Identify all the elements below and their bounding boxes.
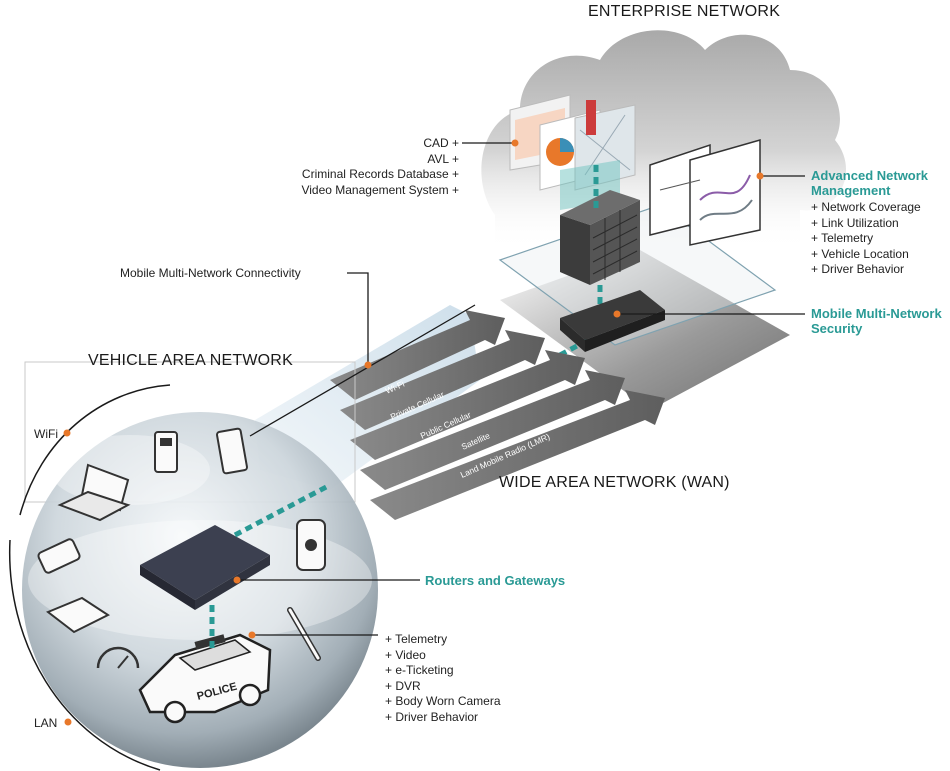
anm-item: + Vehicle Location	[811, 246, 909, 261]
police-car-icon	[138, 633, 272, 724]
anm-screens	[649, 139, 761, 246]
security-appliance	[560, 290, 665, 352]
enterprise-app-item: AVL +	[427, 151, 459, 166]
tablet-icon	[216, 427, 248, 475]
enterprise-apps-list: CAD + AVL + Criminal Records Database + …	[301, 136, 459, 198]
vehicle-service-item: + DVR	[385, 678, 421, 693]
server-rack	[560, 190, 640, 285]
vehicle-service-item: + e-Ticketing	[385, 663, 454, 678]
lan-label: LAN	[34, 716, 58, 730]
enterprise-floor	[500, 250, 790, 410]
security-line2: Security	[811, 321, 863, 336]
laptop-icon	[57, 463, 131, 522]
wan-arrows	[330, 310, 665, 520]
anm-item: + Link Utilization	[811, 215, 899, 230]
security-block: Mobile Multi-Network Security	[811, 306, 942, 336]
wifi-dot	[63, 429, 71, 437]
enterprise-app-item: CAD +	[423, 136, 459, 150]
radio-icon	[154, 431, 178, 473]
anm-block: Advanced Network Management + Network Co…	[811, 168, 928, 278]
enterprise-network-title: ENTERPRISE NETWORK	[588, 3, 781, 20]
anm-item: + Network Coverage	[811, 200, 921, 214]
wrench-icon	[287, 607, 321, 661]
enterprise-app-item: Video Management System +	[301, 182, 459, 197]
lan-dot	[64, 718, 72, 726]
vehicle-area-network-title: VEHICLE AREA NETWORK	[88, 352, 293, 369]
anm-item: + Telemetry	[811, 231, 874, 246]
leader-dots	[233, 139, 764, 639]
enterprise-app-item: Criminal Records Database +	[301, 167, 459, 182]
routers-gateways-label: Routers and Gateways	[425, 573, 566, 588]
body-camera-icon	[296, 519, 326, 571]
wan-title: WIDE AREA NETWORK (WAN)	[499, 474, 730, 491]
connectivity-label: Mobile Multi-Network Connectivity	[120, 266, 301, 280]
camera-icon	[37, 538, 81, 574]
vehicle-links	[209, 482, 332, 652]
wifi-arc	[19, 384, 171, 516]
router-device	[140, 525, 270, 610]
vehicle-service-item: + Telemetry	[385, 632, 448, 646]
anm-title-line1: Advanced Network	[811, 168, 929, 183]
wifi-label: WiFi	[34, 427, 58, 441]
vehicle-service-item: + Body Worn Camera	[385, 694, 501, 709]
vehicle-services-list: + Telemetry + Video + e-Ticketing + DVR …	[385, 632, 501, 726]
security-line1: Mobile Multi-Network	[811, 306, 942, 321]
leader-lines	[237, 142, 805, 636]
anm-item: + Driver Behavior	[811, 262, 905, 277]
dvr-icon	[46, 596, 111, 634]
vehicle-service-item: + Video	[385, 647, 426, 662]
anm-title-line2: Management	[811, 183, 891, 198]
speedometer-icon	[96, 646, 140, 669]
vehicle-service-item: + Driver Behavior	[385, 709, 479, 724]
lan-arc	[8, 539, 161, 771]
